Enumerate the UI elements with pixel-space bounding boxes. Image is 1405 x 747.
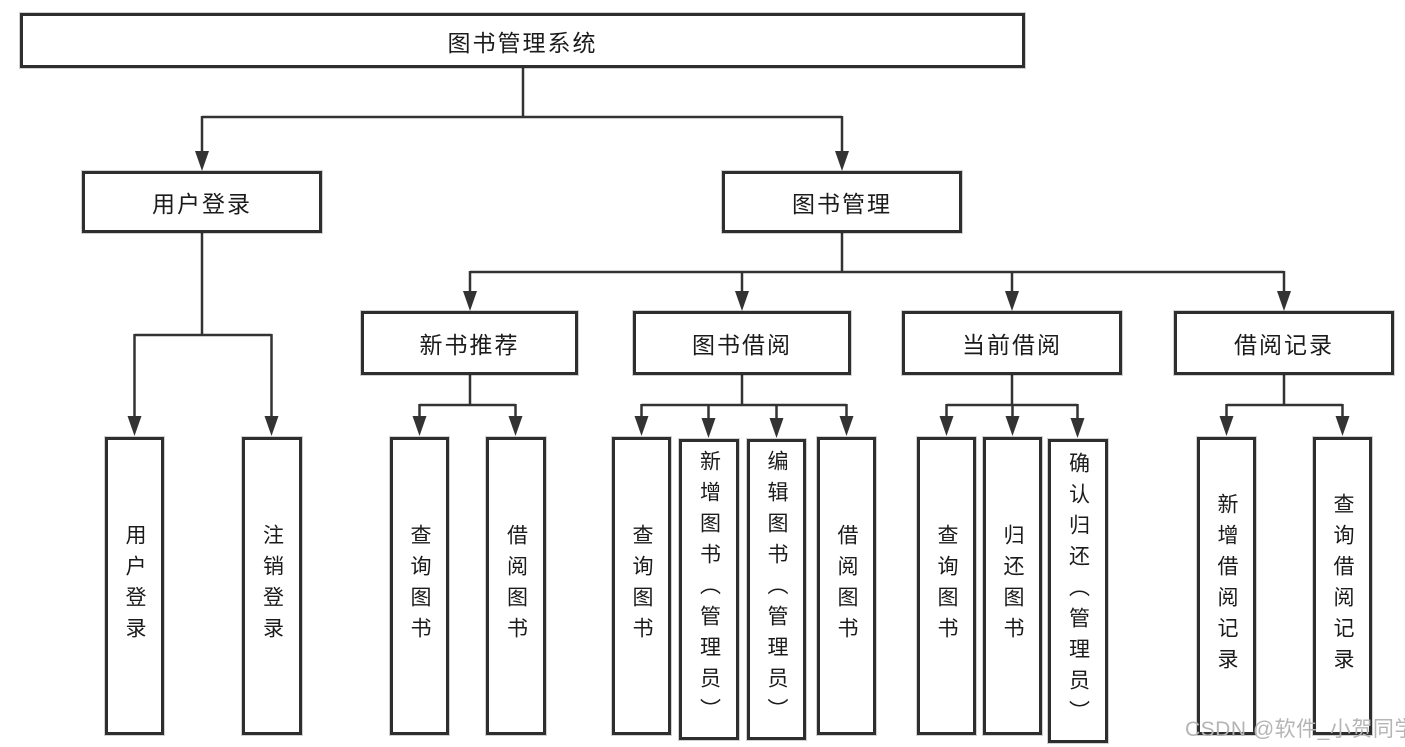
leaf-return-books: 归还图书 [983,437,1042,735]
node-label: 查询借阅记录 [1331,493,1354,679]
node-label: 借阅图书 [835,524,858,648]
node-library-system: 图书管理系统 [20,13,1025,68]
leaf-borrow-books-borrowing: 借阅图书 [817,437,876,735]
node-label: 图书管理 [792,191,892,217]
leaf-borrow-books-recommend: 借阅图书 [486,437,546,735]
node-book-borrowing: 图书借阅 [633,311,851,375]
node-label: 查询图书 [630,524,653,648]
node-user-login: 用户登录 [82,171,322,233]
node-label: 归还图书 [1001,524,1024,648]
leaf-confirm-return-admin: 确认归还（管理员） [1048,439,1108,743]
leaf-logout-login: 注销登录 [242,437,302,735]
node-borrowing-records: 借阅记录 [1174,311,1394,375]
node-label: 借阅图书 [504,524,528,648]
leaf-add-borrow-record: 新增借阅记录 [1197,437,1256,735]
node-label: 查询图书 [935,524,958,648]
node-label: 确认归还（管理员） [1066,451,1090,731]
leaf-query-books-borrowing: 查询图书 [612,437,671,735]
leaf-add-books-admin: 新增图书（管理员） [679,439,739,740]
node-current-borrowing: 当前借阅 [902,311,1122,375]
node-label: 借阅记录 [1234,332,1334,358]
node-label: 注销登录 [260,524,284,648]
node-label: 图书管理系统 [447,29,598,56]
node-label: 新增借阅记录 [1215,493,1238,679]
node-label: 当前借阅 [962,332,1062,358]
node-label: 查询图书 [408,524,431,648]
node-label: 图书借阅 [692,332,792,358]
arrow-down-icons [127,151,1350,438]
node-label: 新书推荐 [419,332,520,358]
leaf-query-books-recommend: 查询图书 [390,437,449,735]
node-label: 用户登录 [152,191,252,217]
leaf-query-books-current: 查询图书 [917,437,976,735]
leaf-query-borrow-record: 查询借阅记录 [1313,437,1372,735]
leaf-user-login: 用户登录 [105,437,164,735]
node-new-book-recommend: 新书推荐 [361,311,578,375]
node-label: 编辑图书（管理员） [765,450,788,729]
node-label: 用户登录 [123,524,146,648]
node-label: 新增图书（管理员） [697,450,721,729]
leaf-edit-books-admin: 编辑图书（管理员） [747,439,806,740]
node-book-management: 图书管理 [722,171,962,233]
watermark: CSDN @软件_小贺同学 [1185,718,1405,741]
